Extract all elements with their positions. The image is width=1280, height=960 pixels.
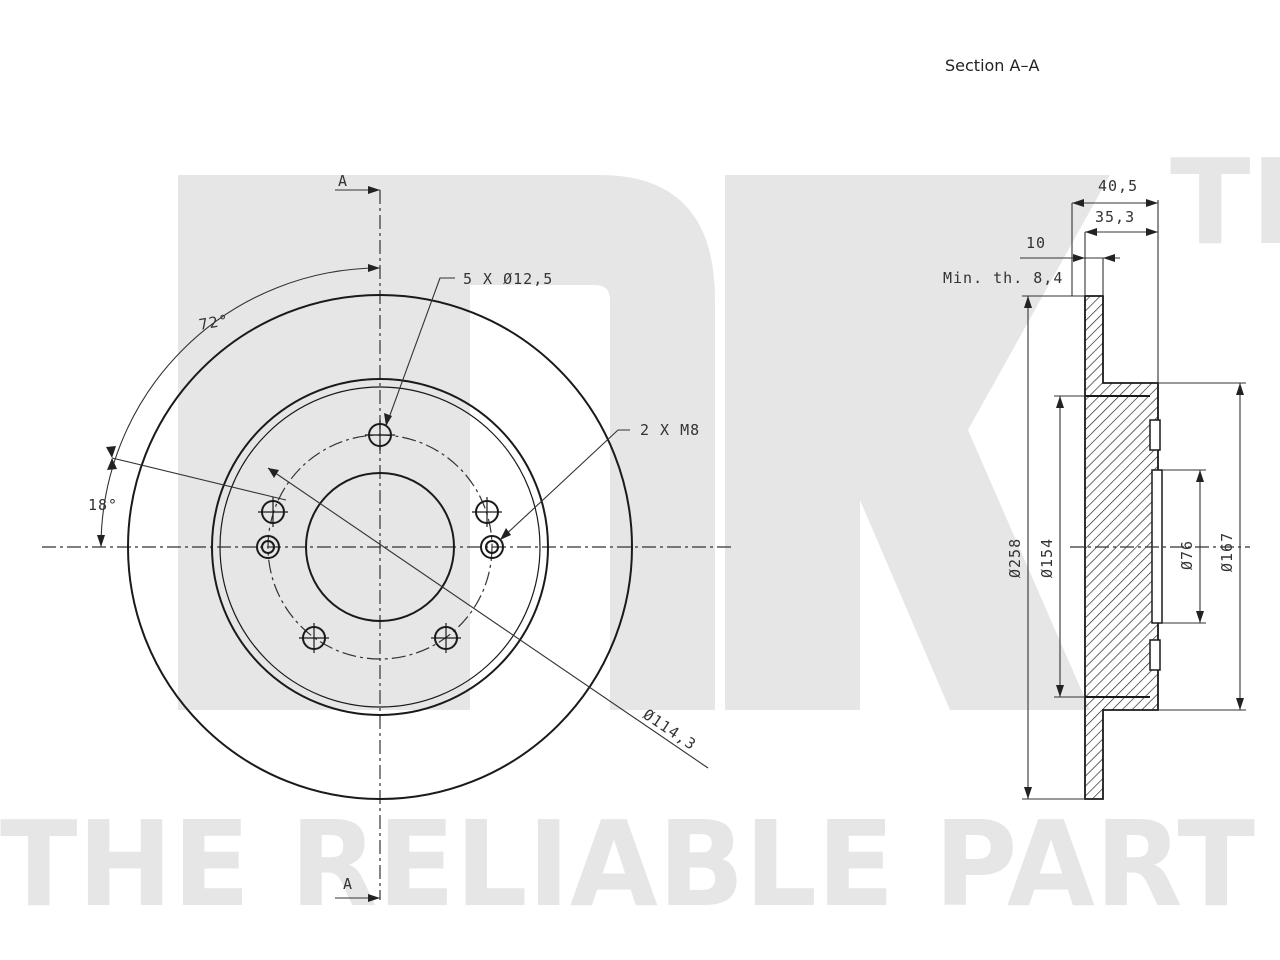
bolt-holes [258,420,502,653]
angle-72-label: 72° [198,311,231,334]
angle-ray [111,457,287,501]
section-marker-top: A [338,172,348,190]
section-marker-bottom: A [343,875,353,893]
bolt-holes-callout: 5 X Ø12,5 [463,270,553,288]
dim-40-5-label: 40,5 [1098,177,1138,195]
front-view [42,186,735,902]
pcd-leader [267,467,709,769]
hat-inner-edge [219,386,541,708]
dia-154-label: Ø154 [1038,538,1056,578]
threaded-holes-callout: 2 X M8 [640,421,700,439]
bolt-holes-leader [385,277,455,427]
dim-35-3-label: 35,3 [1095,208,1135,226]
center-bore [305,472,455,622]
min-thickness-label: Min. th. 8,4 [943,269,1063,287]
nk-logo-watermark [178,175,1110,710]
section-view [1020,199,1250,800]
dia-258-label: Ø258 [1006,538,1024,578]
threaded-holes-leader [499,429,630,541]
angle-arc [100,267,381,548]
section-title: Section A–A [945,56,1039,75]
trademark-watermark: TM [1170,133,1280,271]
pcd-callout: Ø114,3 [640,705,700,754]
dia-76-label: Ø76 [1178,540,1196,570]
disc-outer-edge [127,294,633,800]
threaded-holes [256,535,504,559]
slogan-watermark: THE RELIABLE PART [0,795,1255,933]
hat-outer-edge [211,378,549,716]
angle-18-label: 18° [88,496,118,514]
dim-10-label: 10 [1026,234,1046,252]
dia-167-label: Ø167 [1218,532,1236,572]
